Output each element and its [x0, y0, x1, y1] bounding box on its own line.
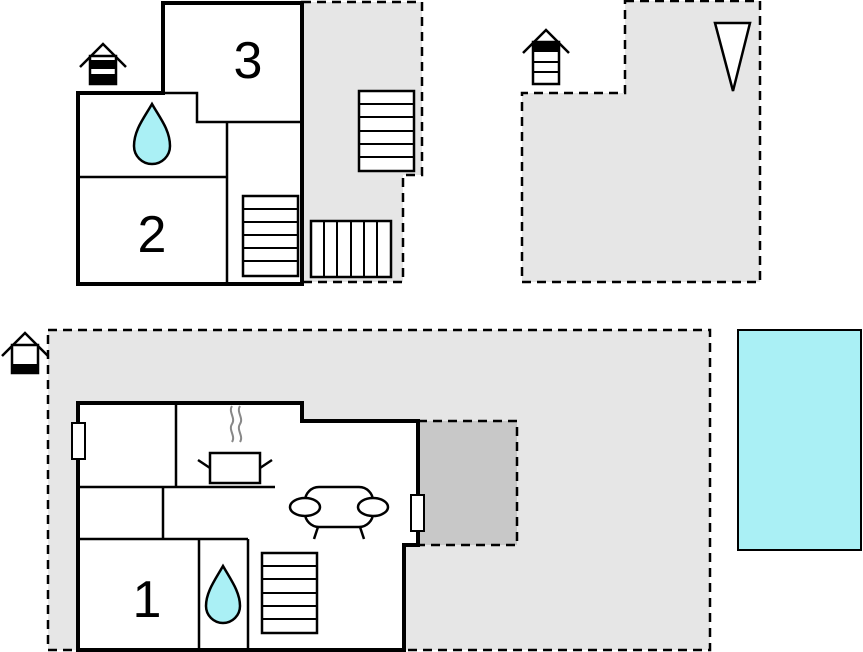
pool-icon: [737, 329, 862, 551]
roof-terrace: [520, 0, 762, 284]
upper-floor-plan: 2 3: [76, 0, 424, 286]
stairs-icon: [357, 89, 416, 173]
water-drop-icon: [132, 101, 172, 166]
window-icon: [71, 422, 86, 460]
stairs-icon: [260, 551, 319, 635]
floor-indicator-icon: [522, 28, 570, 86]
window-icon: [410, 494, 425, 532]
triangle-marker-icon: [713, 21, 752, 92]
wall-bath-room3: [163, 91, 302, 124]
sofa-icon: [288, 485, 390, 540]
roof-terrace-plan: [520, 0, 762, 284]
stairs-icon: [241, 194, 300, 278]
ground-floor-plan: 1: [1, 328, 712, 652]
ground-floor-outline: [76, 401, 420, 652]
stairs-icon: [309, 219, 393, 279]
room-label-1: 1: [133, 571, 162, 629]
room-label-2: 2: [138, 206, 167, 264]
covered-terrace: [416, 419, 519, 547]
floor-indicator-icon: [79, 42, 127, 86]
cooking-pot-icon: [197, 405, 273, 485]
room-label-3: 3: [234, 32, 263, 90]
floor-indicator-icon: [1, 331, 49, 375]
water-drop-icon: [204, 563, 242, 625]
